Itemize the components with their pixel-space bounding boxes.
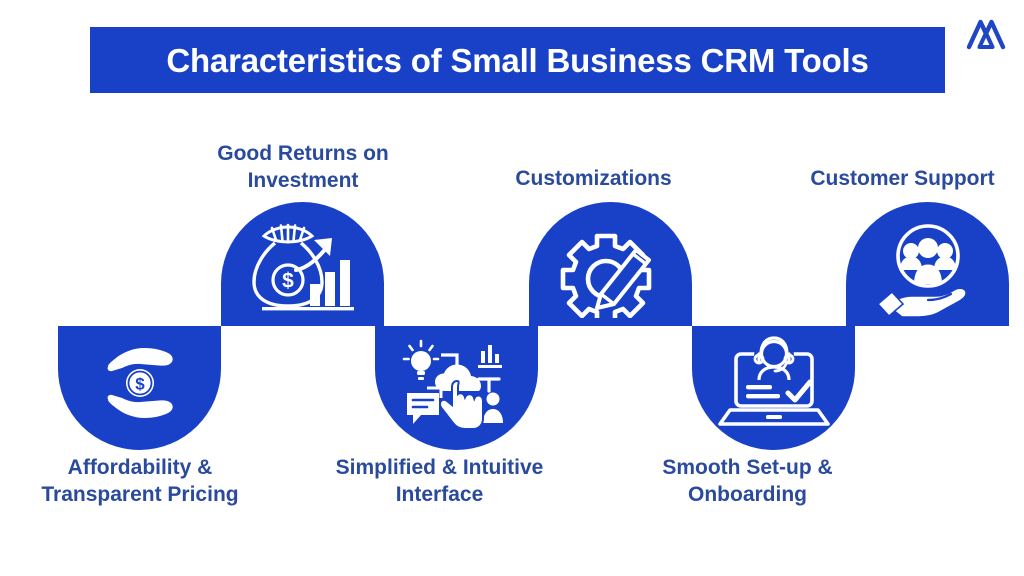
label-smooth-setup: Smooth Set-up & Onboarding [662, 456, 833, 506]
node-shape-up [529, 202, 692, 326]
label-good-returns: Good Returns on Investment [217, 142, 389, 192]
node-shape-up [221, 202, 384, 326]
page-title: Characteristics of Small Business CRM To… [166, 41, 869, 79]
title-banner: Characteristics of Small Business CRM To… [90, 27, 945, 93]
characteristics-diagram: $ $ [0, 150, 1024, 470]
node-shape-down [58, 326, 221, 450]
mountain-logo [966, 16, 1008, 50]
node-shape-up [846, 202, 1009, 326]
node-shape-down [375, 326, 538, 450]
label-affordability: Affordability & Transparent Pricing [41, 456, 239, 506]
node-shape-down [692, 326, 855, 450]
label-customer-support: Customer Support [810, 167, 995, 190]
label-simplified-interface: Simplified & Intuitive Interface [335, 456, 544, 506]
label-customizations: Customizations [515, 167, 672, 190]
